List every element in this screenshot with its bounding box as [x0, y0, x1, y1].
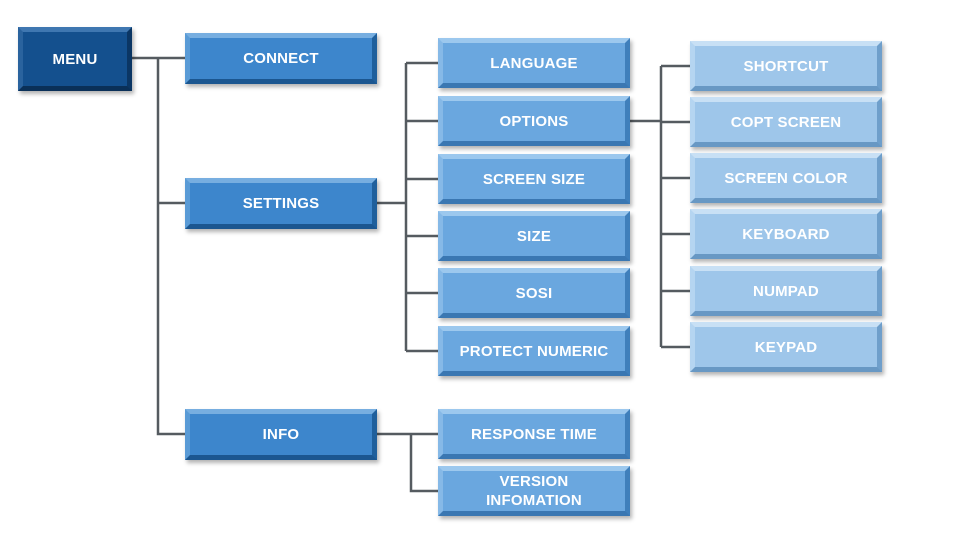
copt-screen-label: COPT SCREEN — [730, 113, 842, 131]
protect-numeric-label: PROTECT NUMERIC — [459, 342, 609, 360]
connector-menu-to-level1 — [132, 56, 185, 436]
connector-info-to-children — [377, 432, 438, 493]
sosi-node: SOSI — [438, 268, 630, 318]
settings-label: SETTINGS — [242, 195, 320, 212]
settings-node: SETTINGS — [185, 178, 377, 229]
screen-size-label: SCREEN SIZE — [482, 170, 586, 188]
numpad-label: NUMPAD — [753, 282, 819, 300]
connect-node: CONNECT — [185, 33, 377, 84]
screen-color-node: SCREEN COLOR — [690, 153, 882, 203]
protect-numeric-node: PROTECT NUMERIC — [438, 326, 630, 376]
keypad-node: KEYPAD — [690, 322, 882, 372]
keypad-label: KEYPAD — [754, 338, 818, 356]
options-node: OPTIONS — [438, 96, 630, 146]
shortcut-label: SHORTCUT — [743, 57, 829, 75]
response-time-node: RESPONSE TIME — [438, 409, 630, 459]
numpad-node: NUMPAD — [690, 266, 882, 316]
info-node: INFO — [185, 409, 377, 460]
menu-root-node: MENU — [18, 27, 132, 91]
options-label: OPTIONS — [499, 112, 569, 130]
size-label: SIZE — [516, 227, 552, 245]
copt-screen-node: COPT SCREEN — [690, 97, 882, 147]
screen-color-label: SCREEN COLOR — [724, 169, 848, 187]
info-label: INFO — [262, 426, 300, 443]
shortcut-node: SHORTCUT — [690, 41, 882, 91]
language-node: LANGUAGE — [438, 38, 630, 88]
response-time-label: RESPONSE TIME — [471, 425, 597, 443]
size-node: SIZE — [438, 211, 630, 261]
connect-label: CONNECT — [243, 50, 319, 67]
keyboard-node: KEYBOARD — [690, 209, 882, 259]
language-label: LANGUAGE — [490, 54, 578, 72]
connector-options-to-children — [630, 64, 690, 349]
screen-size-node: SCREEN SIZE — [438, 154, 630, 204]
menu-root-label: MENU — [52, 50, 98, 68]
version-information-node: VERSION INFOMATION — [438, 466, 630, 516]
sosi-label: SOSI — [515, 284, 553, 302]
keyboard-label: KEYBOARD — [742, 225, 830, 243]
version-information-label: VERSION INFOMATION — [486, 473, 582, 509]
connector-settings-to-children — [377, 61, 438, 353]
